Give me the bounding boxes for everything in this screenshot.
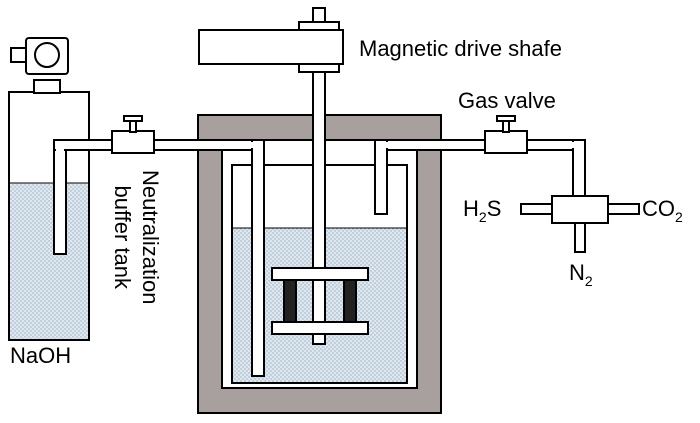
naoh-label: NaOH (10, 343, 72, 368)
h2s-label: H2S (463, 196, 502, 225)
magnetic-drive (198, 7, 344, 73)
gas-manifold (520, 195, 640, 253)
co2-sub: 2 (675, 209, 683, 225)
co2-main: CO (642, 196, 675, 221)
gas-valve-label: Gas valve (458, 88, 556, 113)
naoh-bottle (8, 37, 90, 341)
h2s-tail: S (486, 196, 502, 221)
magnetic-drive-label: Magnetic drive shafe (359, 36, 562, 61)
h2s-main: H (463, 196, 479, 221)
stirrer (271, 267, 369, 335)
co2-label: CO2 (642, 196, 683, 225)
buffer-tank-label-line1: Neutralization (138, 170, 163, 305)
n2-label: N2 (569, 260, 593, 289)
outlet-pipe (53, 139, 265, 377)
buffer-tank-label: Neutralization buffer tank (108, 170, 164, 305)
n2-sub: 2 (584, 273, 593, 289)
n2-main: N (569, 260, 585, 285)
buffer-line-valve (111, 115, 155, 154)
gas-valve (484, 115, 528, 154)
gas-inlet-pipe (374, 139, 586, 215)
buffer-tank-label-line2: buffer tank (110, 185, 135, 290)
h2s-sub: 2 (478, 209, 487, 225)
